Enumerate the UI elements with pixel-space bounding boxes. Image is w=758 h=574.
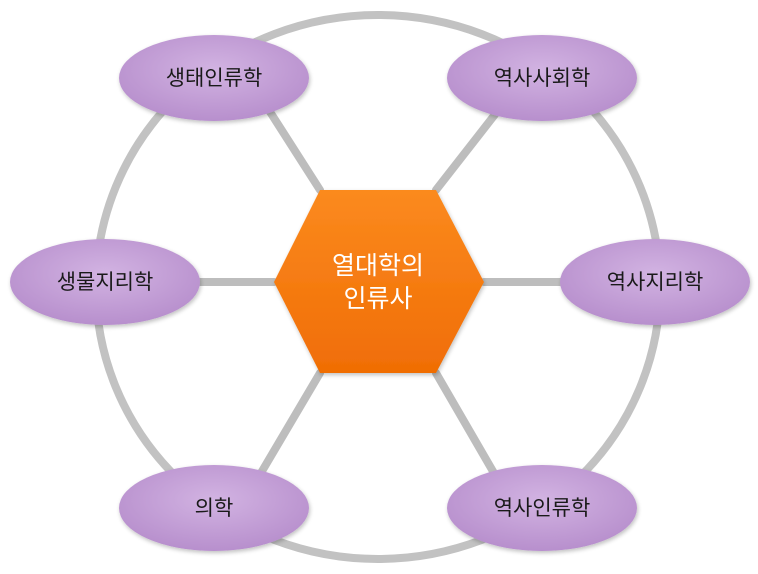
- node-bottom-left: [119, 465, 309, 551]
- node-label-right: 역사지리학: [607, 270, 704, 294]
- connector-top-left: [261, 100, 324, 194]
- center-hexagon: [274, 190, 484, 373]
- node-right: [560, 239, 750, 325]
- node-top-right: [447, 35, 637, 121]
- node-label-top-right: 역사사회학: [494, 66, 591, 90]
- node-label-top-left: 생태인류학: [166, 66, 263, 90]
- node-left: [10, 239, 200, 325]
- center-label-line2: 인류사: [343, 284, 412, 313]
- connector-bottom-right: [432, 369, 502, 484]
- node-top-left: [119, 35, 309, 121]
- node-label-bottom-left: 의학: [195, 496, 234, 520]
- connector-bottom-left: [254, 369, 324, 482]
- node-label-left: 생물지리학: [57, 270, 154, 294]
- center-label-line1: 열대학의: [332, 251, 424, 280]
- node-bottom-right: [447, 465, 637, 551]
- connectors: [186, 100, 574, 484]
- connector-top-right: [432, 104, 504, 194]
- node-label-bottom-right: 역사인류학: [494, 496, 591, 520]
